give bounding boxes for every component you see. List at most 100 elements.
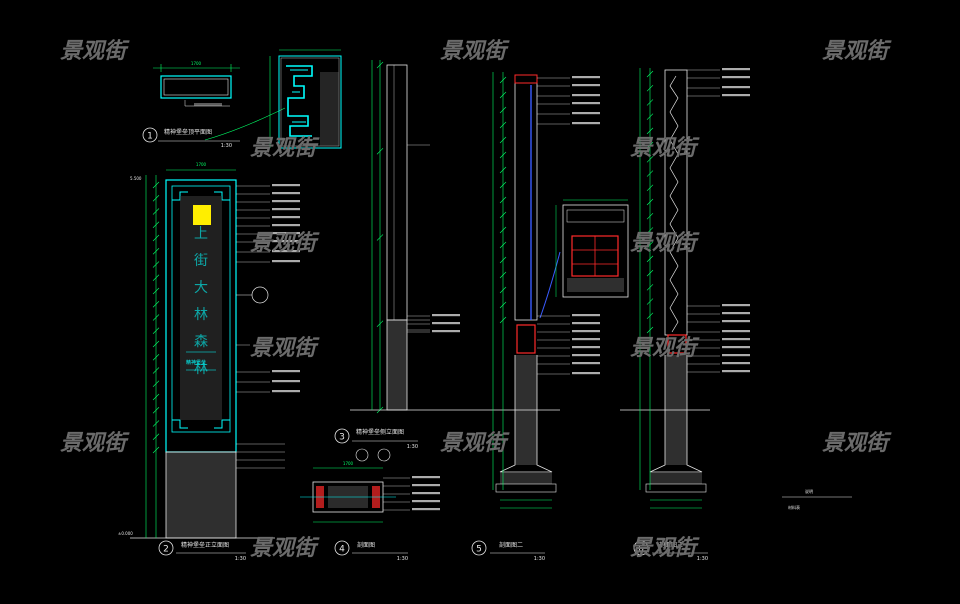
view-3-number-circle (334, 428, 350, 444)
note-text-placeholder (432, 322, 460, 325)
note-text-placeholder (572, 314, 600, 317)
view-3-title: 精神堡垒侧立面图 (356, 428, 404, 436)
dimension-tick (152, 340, 160, 348)
view-plan-top: 1700 1 精神堡垒顶平面图 1:30 (142, 61, 286, 149)
note-text-placeholder (722, 68, 750, 71)
note-text-placeholder (722, 76, 750, 79)
note-text-placeholder (722, 86, 750, 89)
dimension-tick (152, 261, 160, 268)
sign-character: 林 (194, 307, 208, 323)
dimension-tick (152, 301, 160, 308)
watermark-text: 景观街 (630, 136, 700, 161)
watermark-text: 景观街 (250, 136, 320, 161)
note-text-placeholder (572, 362, 600, 365)
note-text-placeholder (412, 476, 440, 479)
note-text-placeholder (412, 484, 440, 487)
note-text-placeholder (272, 192, 300, 195)
note-text-placeholder (722, 320, 750, 323)
note-text-placeholder (572, 322, 600, 325)
dimension-tick (152, 327, 160, 334)
sign-character: 街 (194, 253, 208, 269)
view-3-number: 3 (339, 433, 345, 443)
view-1-title: 精神堡垒顶平面图 (164, 128, 212, 136)
dimension-tick (152, 420, 160, 427)
legend-notes: 说明 材料表 (782, 488, 852, 510)
sign-subtitle: 精神堡垒 (186, 359, 206, 366)
note-text-placeholder (432, 314, 460, 317)
note-text-placeholder (722, 346, 750, 349)
legend-subtitle: 材料表 (788, 504, 800, 510)
view-5-number-circle (471, 540, 487, 556)
watermark-text: 景观街 (250, 336, 320, 361)
watermark-text: 景观街 (250, 536, 320, 561)
view-side-elevation: 3 精神堡垒侧立面图 1:30 (334, 60, 470, 450)
note-text-placeholder (412, 508, 440, 511)
note-text-placeholder (272, 240, 300, 243)
note-text-placeholder (722, 338, 750, 341)
note-text-placeholder (272, 390, 300, 393)
note-text-placeholder (572, 354, 600, 357)
view-section-1: 1700 4 剖面图 1:30 (300, 448, 408, 562)
view-6-number: 6 (638, 545, 644, 555)
watermark-text: 景观街 (250, 231, 320, 256)
detail-pattern-panel (269, 49, 342, 149)
note-text-placeholder (272, 260, 300, 263)
note-text-placeholder (722, 370, 750, 373)
watermark-text: 景观街 (440, 431, 510, 456)
view-1-scale: 1:30 (221, 143, 232, 149)
dimension-tick (152, 393, 160, 401)
note-text-placeholder (272, 208, 300, 211)
note-text-placeholder (572, 84, 600, 87)
view-6-title: 剖面图三 (659, 541, 683, 549)
sign-character: 森 (194, 334, 208, 350)
dimension-tick (152, 314, 160, 321)
note-text-placeholder (572, 122, 600, 125)
dimension-tick (152, 221, 160, 228)
note-text-placeholder (572, 330, 600, 333)
sign-character: 上 (194, 226, 208, 242)
view-4-number-circle (334, 540, 350, 556)
note-text-placeholder (572, 112, 600, 115)
note-text-placeholder (722, 94, 750, 97)
note-text-placeholder (272, 380, 300, 383)
dimension-tick (152, 181, 160, 189)
view-1-number: 1 (147, 132, 153, 142)
svg-text:1700: 1700 (196, 162, 207, 167)
note-text-placeholder (432, 330, 460, 333)
dimension-tick (152, 433, 160, 440)
note-text-placeholder (572, 346, 600, 349)
watermark-text: 景观街 (630, 336, 700, 361)
view-4-title: 剖面图 (357, 541, 375, 549)
dimension-tick (152, 195, 160, 202)
dimension-tick (152, 248, 160, 255)
dimension-tick (152, 380, 160, 387)
note-text-placeholder (722, 312, 750, 315)
view-6-scale: 1:30 (697, 556, 708, 562)
svg-text:1700: 1700 (343, 461, 354, 466)
view-4-number: 4 (339, 545, 345, 555)
view-2-title: 精神堡垒正立面图 (181, 541, 229, 549)
annotation-leaders (236, 68, 750, 511)
watermark-text: 景观街 (60, 431, 130, 456)
note-text-placeholder (412, 492, 440, 495)
watermark-text: 景观街 (440, 39, 510, 64)
view-6-number-circle (633, 540, 649, 556)
view-5-number: 5 (476, 545, 482, 555)
dimension-tick (152, 354, 160, 361)
note-text-placeholder (572, 372, 600, 375)
dimension-tick (152, 446, 160, 454)
dimension-tick (152, 208, 160, 215)
note-text-placeholder (272, 216, 300, 219)
note-text-placeholder (272, 200, 300, 203)
note-text-placeholder (572, 102, 600, 105)
view-3-scale: 1:30 (407, 444, 418, 450)
view-4-scale: 1:30 (397, 556, 408, 562)
detail-enlarged-section (555, 199, 629, 298)
note-text-placeholder (272, 232, 300, 235)
view-2-scale: 1:30 (235, 556, 246, 562)
note-text-placeholder (722, 354, 750, 357)
watermark-text: 景观街 (60, 39, 130, 64)
note-text-placeholder (722, 304, 750, 307)
